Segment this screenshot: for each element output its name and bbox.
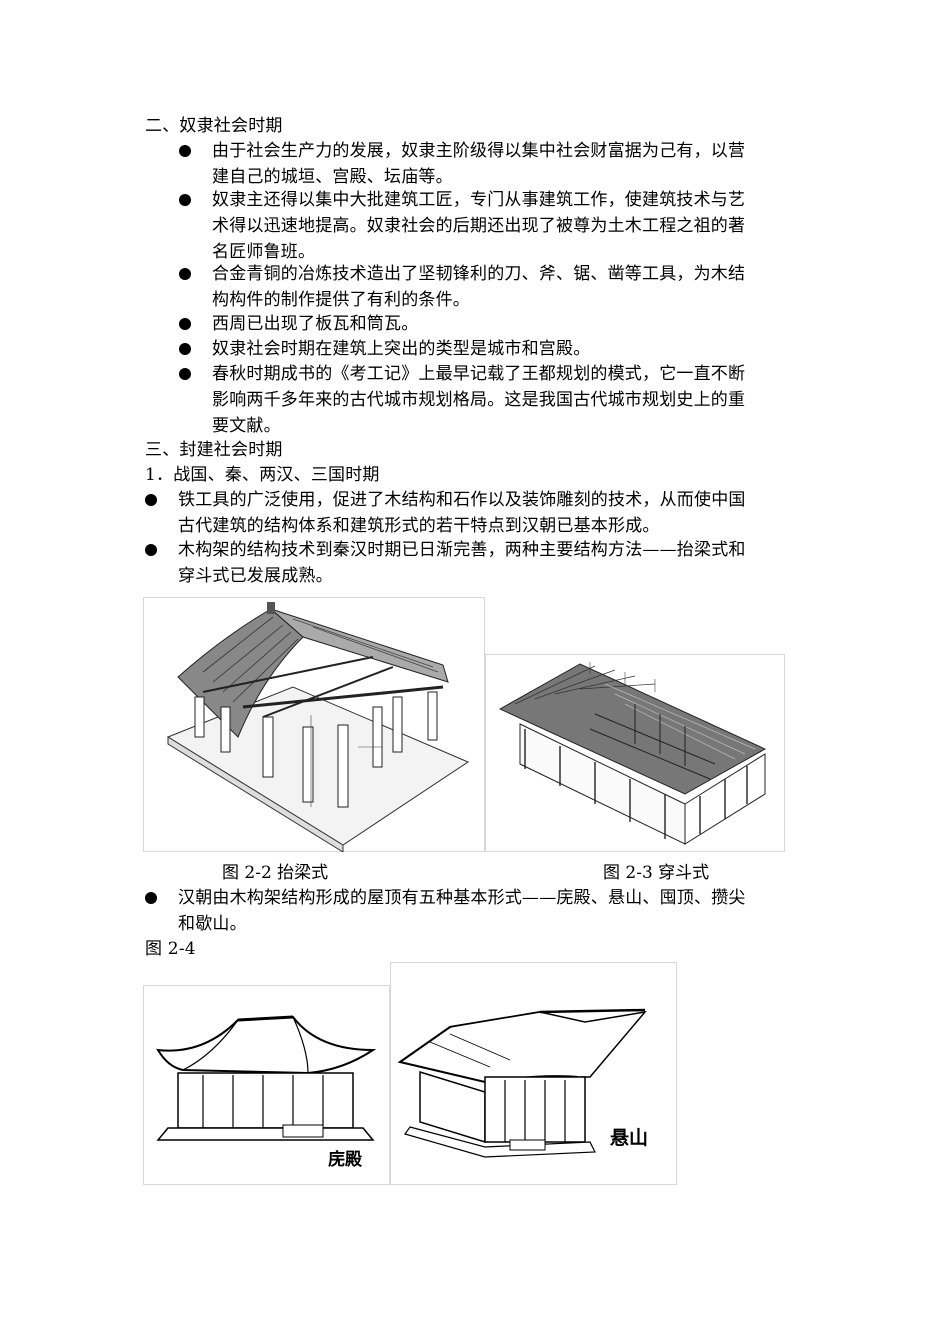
roof-label-wudian: 庑殿 (328, 1149, 363, 1170)
paragraph-line: 合金青铜的冶炼技术造出了坚韧锋利的刀、斧、锯、凿等工具，为木结 (212, 264, 746, 284)
bullet-dot (179, 318, 191, 330)
section-heading: 三、封建社会时期 (145, 440, 283, 460)
paragraph-line: 汉朝由木构架结构形成的屋顶有五种基本形式——庑殿、悬山、囤顶、攒尖 (178, 888, 746, 908)
bullet-dot (179, 194, 191, 206)
bullet-dot (179, 145, 191, 157)
chuandou-drawing (485, 654, 785, 852)
paragraph-line: 由于社会生产力的发展，奴隶主阶级得以集中社会财富据为己有，以营 (212, 141, 746, 161)
paragraph-line: 和歇山。 (178, 914, 247, 934)
paragraph-line: 西周已出现了板瓦和筒瓦。 (212, 314, 419, 334)
roof-label-xuanshan: 悬山 (610, 1127, 648, 1149)
bullet-dot (145, 494, 157, 506)
paragraph-line: 春秋时期成书的《考工记》上最早记载了王都规划的模式，它一直不断 (212, 364, 746, 384)
bullet-dot (145, 544, 157, 556)
paragraph-line: 构构件的制作提供了有利的条件。 (212, 290, 470, 310)
bullet-dot (145, 892, 157, 904)
figure-xuanshan-roof: 悬山 (390, 962, 677, 1185)
figure-caption: 图 2-2 抬梁式 (222, 863, 329, 883)
paragraph-line: 名匠师鲁班。 (212, 242, 316, 262)
section-heading: 二、奴隶社会时期 (145, 116, 283, 136)
paragraph-line: 穿斗式已发展成熟。 (178, 566, 333, 586)
paragraph-line: 术得以迅速地提高。奴隶社会的后期还出现了被尊为土木工程之祖的著 (212, 216, 746, 236)
wudian-drawing: 庑殿 (143, 985, 390, 1185)
paragraph-line: 建自己的城垣、宫殿、坛庙等。 (212, 167, 453, 187)
bullet-dot (179, 268, 191, 280)
subsection-heading: 1．战国、秦、两汉、三国时期 (145, 465, 380, 485)
bullet-dot (179, 343, 191, 355)
figure-label: 图 2-4 (145, 939, 196, 959)
paragraph-line: 影响两千多年来的古代城市规划格局。这是我国古代城市规划史上的重 (212, 390, 746, 410)
paragraph-line: 要文献。 (212, 416, 281, 436)
tailiang-drawing (143, 597, 485, 852)
figure-wudian-roof: 庑殿 (143, 985, 390, 1185)
figure-caption: 图 2-3 穿斗式 (603, 863, 710, 883)
paragraph-line: 铁工具的广泛使用，促进了木结构和石作以及装饰雕刻的技术，从而使中国 (178, 490, 746, 510)
paragraph-line: 奴隶社会时期在建筑上突出的类型是城市和宫殿。 (212, 339, 591, 359)
bullet-dot (179, 368, 191, 380)
paragraph-line: 奴隶主还得以集中大批建筑工匠，专门从事建筑工作，使建筑技术与艺 (212, 190, 746, 210)
figure-tailiang-structure (143, 597, 485, 852)
paragraph-line: 古代建筑的结构体系和建筑形式的若干特点到汉朝已基本形成。 (178, 516, 660, 536)
figure-chuandou-structure (485, 654, 785, 852)
xuanshan-drawing: 悬山 (390, 962, 677, 1185)
paragraph-line: 木构架的结构技术到秦汉时期已日渐完善，两种主要结构方法——抬梁式和 (178, 540, 746, 560)
